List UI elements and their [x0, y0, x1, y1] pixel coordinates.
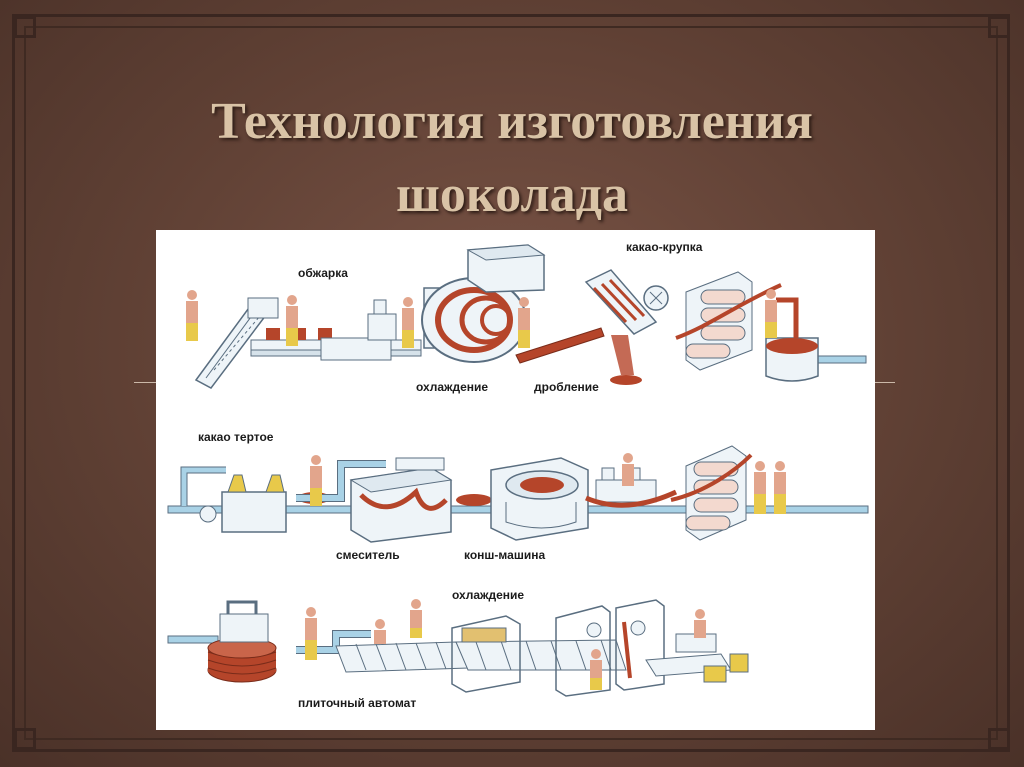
worker-figure: [310, 455, 322, 506]
worker-figure: [402, 297, 414, 348]
slide-title-line2: шоколада: [396, 166, 628, 223]
worker-figure: [186, 290, 198, 341]
label-crushing: дробление: [534, 380, 599, 394]
worker-figure: [590, 649, 602, 690]
label-cooling-2: охлаждение: [452, 588, 525, 602]
production-illustration: [167, 244, 869, 697]
label-cocoa-liquor: какао тертое: [198, 430, 274, 444]
label-cooling-1: охлаждение: [416, 380, 489, 394]
frame-corner-ornament: [14, 16, 36, 38]
worker-figure: [774, 461, 786, 514]
worker-figure: [374, 619, 386, 644]
worker-figure: [754, 461, 766, 514]
label-mixer: смеситель: [336, 548, 400, 562]
worker-figure: [622, 453, 634, 486]
frame-corner-ornament: [14, 728, 36, 750]
frame-corner-ornament: [988, 16, 1010, 38]
label-conche: конш-машина: [464, 548, 546, 562]
worker-figure: [410, 599, 422, 638]
label-cocoa-nibs: какао-крупка: [626, 240, 703, 254]
divider-line: [875, 382, 895, 383]
worker-figure: [518, 297, 530, 348]
row3-tablet-line: [167, 599, 749, 697]
row1-roasting-line: [194, 244, 867, 389]
frame-corner-ornament: [988, 728, 1010, 750]
label-tablet-machine: плиточный автомат: [298, 696, 417, 710]
worker-figure: [305, 607, 317, 660]
slide-title-line1: Технология изготовления: [211, 93, 813, 150]
slide-frame-outer: [12, 14, 1010, 752]
slide-frame-inner: [24, 26, 998, 740]
worker-figure: [694, 609, 706, 638]
label-roasting: обжарка: [298, 266, 348, 280]
row2-mixing-line: [167, 445, 869, 543]
roller-mill: [675, 271, 782, 371]
production-diagram: обжарка какао-крупка охлаждение дроблени…: [156, 230, 875, 730]
worker-figure: [286, 295, 298, 346]
divider-line: [134, 382, 156, 383]
worker-figure: [765, 289, 777, 338]
